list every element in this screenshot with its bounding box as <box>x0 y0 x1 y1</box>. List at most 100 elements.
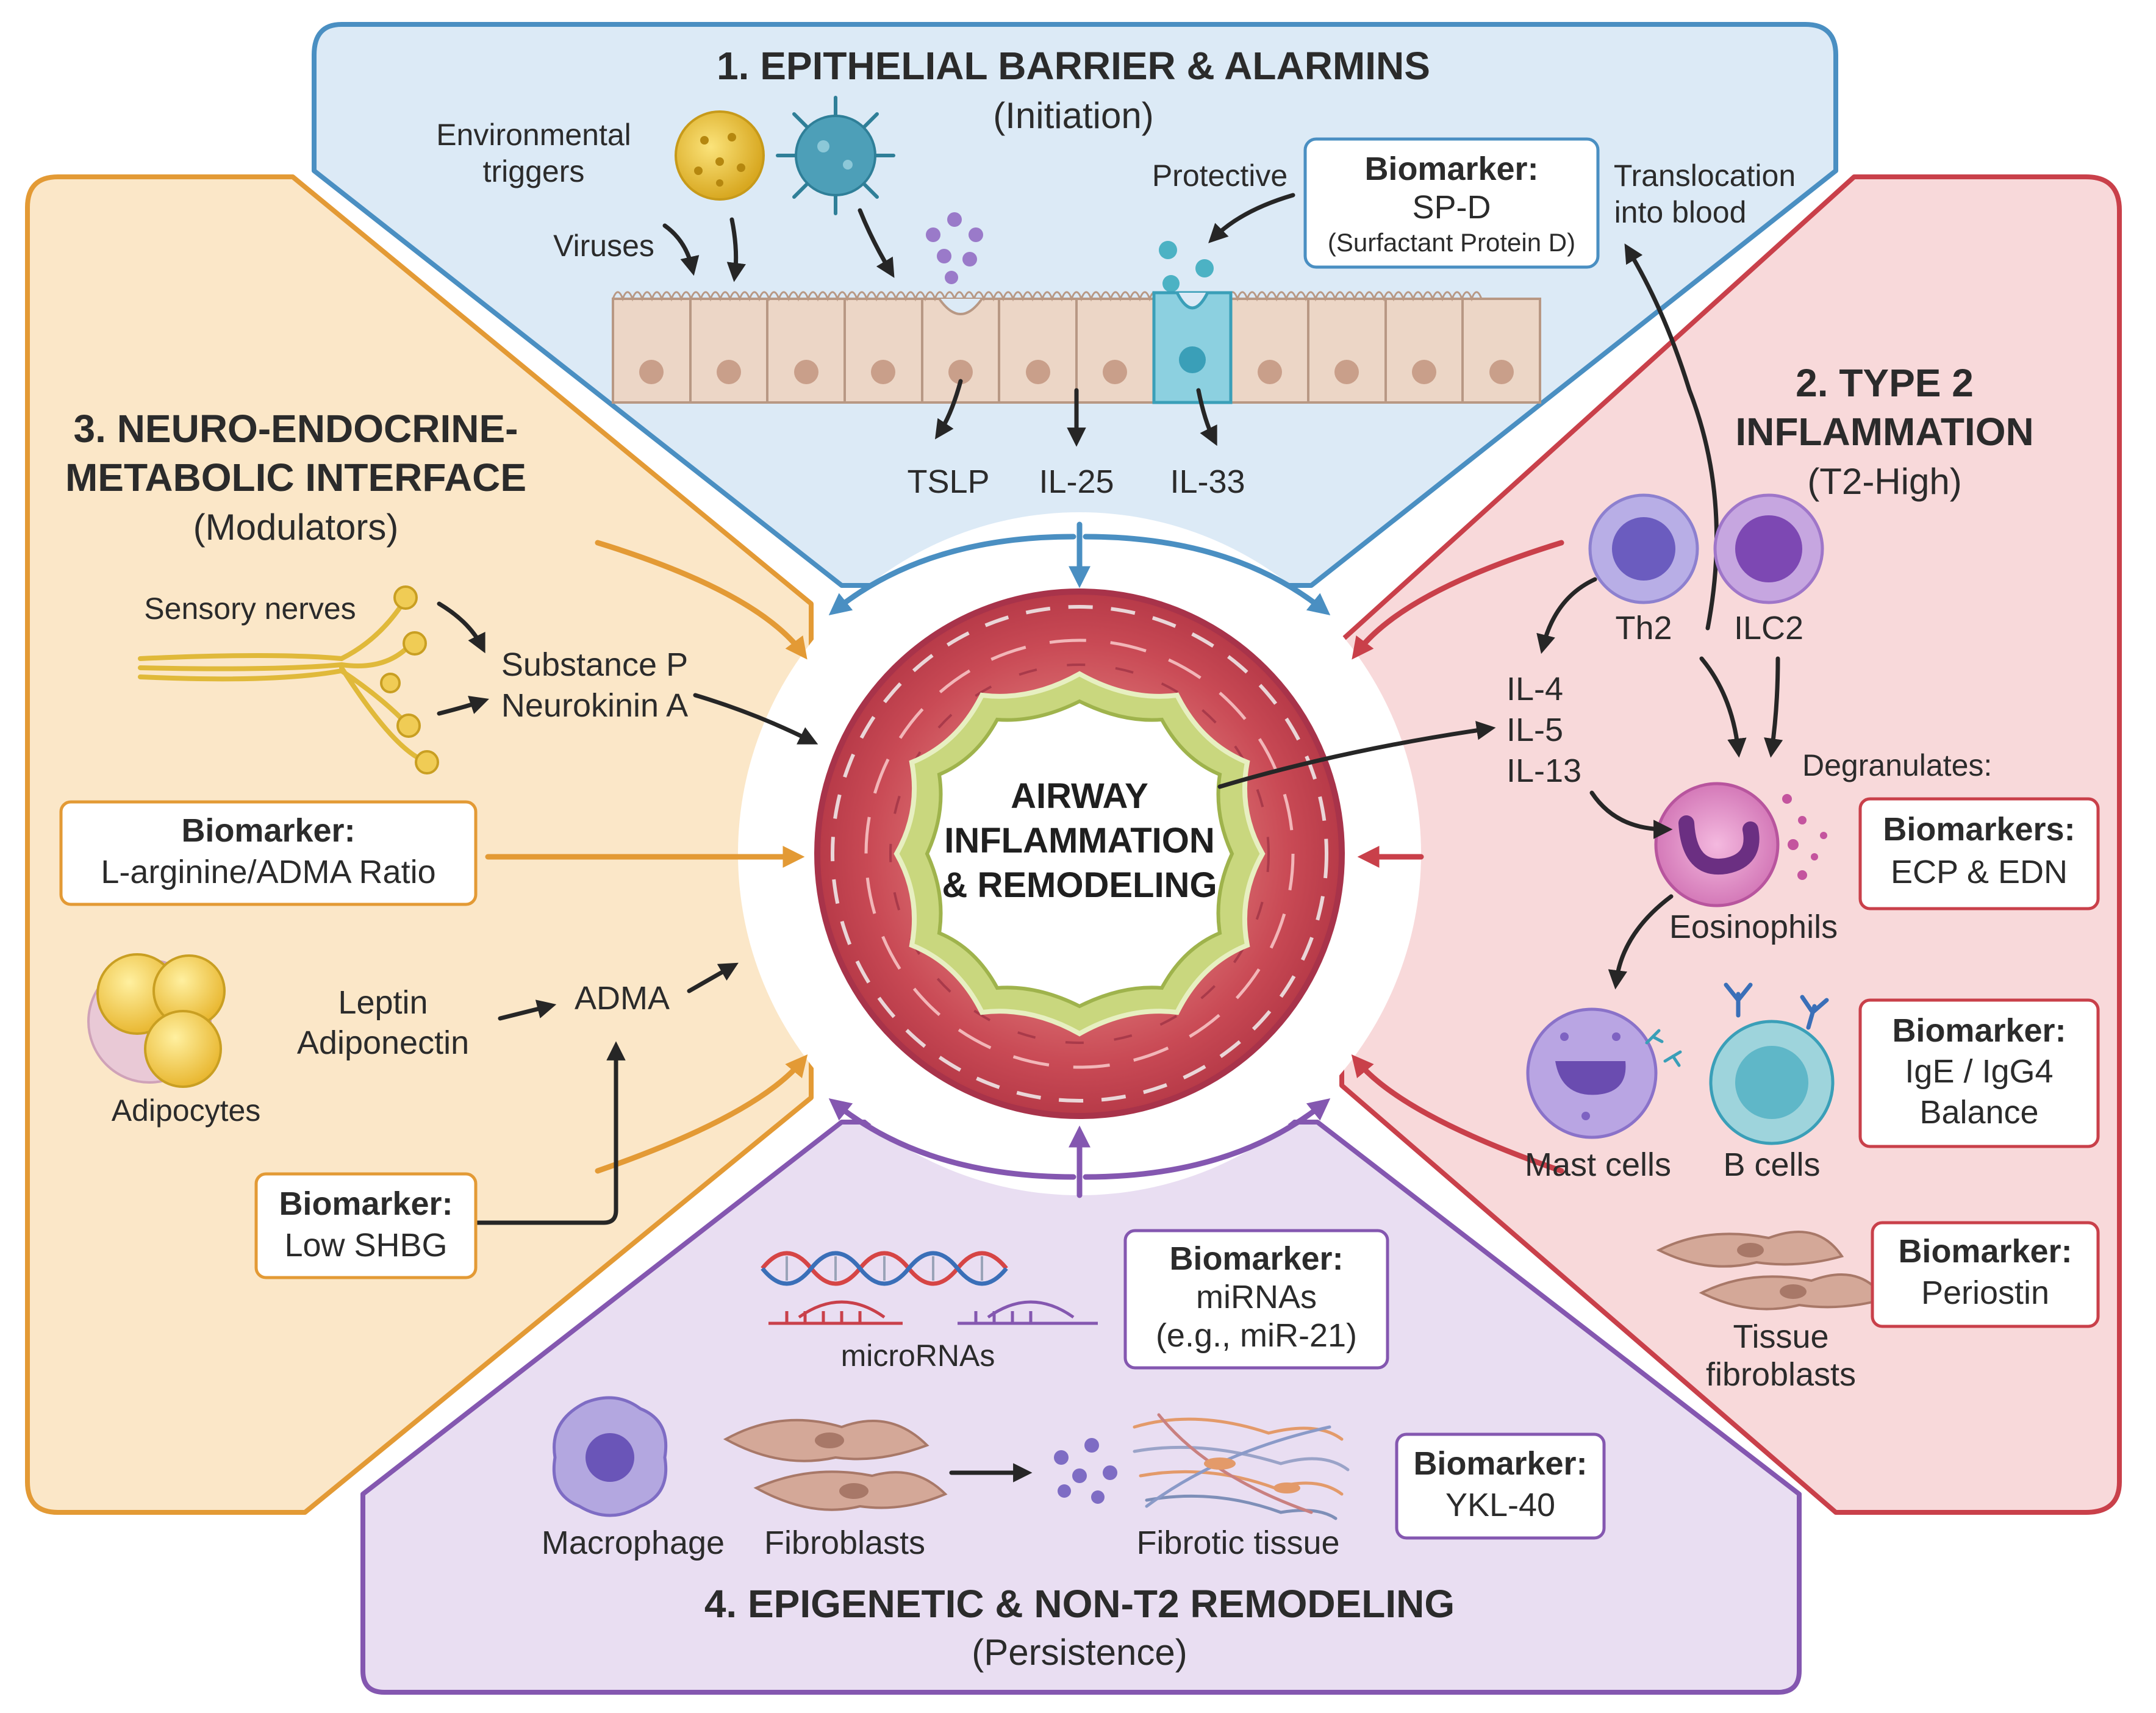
env-triggers-line2: triggers <box>483 154 585 188</box>
translocation-line2: into blood <box>1614 195 1747 229</box>
adipocyte-icon <box>87 953 226 1088</box>
type2-title2: INFLAMMATION <box>1735 410 2033 454</box>
mast-cell-icon <box>1526 1007 1682 1139</box>
ecp-head: Biomarkers: <box>1883 811 2075 848</box>
periostin-value: Periostin <box>1921 1275 2049 1311</box>
center-line1: AIRWAY <box>1011 776 1148 816</box>
neurokinin-a-label: Neurokinin A <box>501 687 688 724</box>
ige-head: Biomarker: <box>1892 1012 2066 1049</box>
b-cells-label: B cells <box>1723 1146 1820 1183</box>
macrophage-icon <box>552 1396 668 1517</box>
neuro-subtitle: (Modulators) <box>193 507 399 548</box>
degranulates-label: Degranulates: <box>1802 748 1992 782</box>
spd-value: SP-D <box>1412 189 1491 226</box>
blue-arrows <box>828 521 1331 615</box>
biomarker-spd: Biomarker: SP-D (Surfactant Protein D) <box>1303 137 1600 269</box>
airway-lumen <box>925 699 1234 1009</box>
microrna-label: microRNAs <box>841 1339 995 1373</box>
neuro-content: 3. NEURO-ENDOCRINE- METABOLIC INTERFACE … <box>59 407 818 1279</box>
pollen-icon <box>675 110 765 201</box>
mast-cells-label: Mast cells <box>1525 1146 1671 1183</box>
spd-detail: (Surfactant Protein D) <box>1328 228 1575 257</box>
neuro-title1: 3. NEURO-ENDOCRINE- <box>74 407 518 451</box>
dna-icon <box>761 1251 1008 1286</box>
type2-title1: 2. TYPE 2 <box>1796 361 1974 405</box>
neuro-arrows <box>437 601 818 1225</box>
alarmin-particles <box>926 212 983 284</box>
fibroblast-icon <box>723 1418 948 1511</box>
protective-label: Protective <box>1152 159 1288 193</box>
adipocytes-label: Adipocytes <box>112 1093 261 1128</box>
il5-label: IL-5 <box>1506 712 1563 748</box>
il33-label: IL-33 <box>1170 463 1245 500</box>
microrna-icon <box>768 1300 1098 1325</box>
mirna-value2: (e.g., miR-21) <box>1156 1317 1357 1354</box>
biomarker-ecp-edn: Biomarkers: ECP & EDN <box>1858 797 2100 910</box>
orange-arrows <box>485 540 808 1174</box>
translocation-line1: Translocation <box>1614 159 1796 193</box>
biomarker-ige: Biomarker: IgE / IgG4 Balance <box>1858 998 2100 1148</box>
tslp-label: TSLP <box>907 463 989 500</box>
arginine-head: Biomarker: <box>181 812 355 849</box>
biomarker-shbg: Biomarker: Low SHBG <box>254 1172 478 1279</box>
red-arrows <box>1351 540 1564 1174</box>
purple-arrows <box>828 1098 1331 1198</box>
adma-label: ADMA <box>575 980 670 1017</box>
il4-label: IL-4 <box>1506 671 1563 707</box>
fibrotic-tissue-label: Fibrotic tissue <box>1136 1525 1339 1561</box>
protective-particles <box>1159 241 1214 292</box>
center-line3: & REMODELING <box>942 865 1217 905</box>
ige-value: IgE / IgG4 <box>1905 1053 2053 1090</box>
biomarker-arginine: Biomarker: L-arginine/ADMA Ratio <box>59 800 478 906</box>
tissue-label1: Tissue <box>1733 1318 1828 1355</box>
b-cell-icon <box>1709 982 1835 1145</box>
epithelial-title: 1. EPITHELIAL BARRIER & ALARMINS <box>717 44 1430 88</box>
tissue-label2: fibroblasts <box>1706 1356 1856 1393</box>
neuro-title2: METABOLIC INTERFACE <box>65 456 526 499</box>
arginine-value: L-arginine/ADMA Ratio <box>101 854 435 890</box>
leptin-label: Leptin <box>338 984 428 1021</box>
th2-cell-icon <box>1588 493 1699 604</box>
eosinophil-icon <box>1654 782 1827 907</box>
epithelial-layer <box>612 291 1541 404</box>
center-line2: INFLAMMATION <box>944 821 1215 860</box>
substance-p-label: Substance P <box>501 646 688 683</box>
airway-cross-section: AIRWAY INFLAMMATION & REMODELING <box>814 588 1345 1119</box>
eosinophils-label: Eosinophils <box>1669 909 1838 945</box>
ykl-head: Biomarker: <box>1413 1445 1587 1482</box>
sensory-nerve-icon <box>138 585 439 774</box>
ilc2-label: ILC2 <box>1734 610 1803 646</box>
il25-label: IL-25 <box>1039 463 1114 500</box>
adiponectin-label: Adiponectin <box>297 1025 469 1061</box>
viruses-label: Viruses <box>553 229 654 263</box>
mirna-value: miRNAs <box>1196 1279 1317 1315</box>
virus-icon <box>776 96 895 215</box>
secreted-particles <box>1054 1438 1117 1504</box>
sensory-nerves-label: Sensory nerves <box>144 592 356 626</box>
epithelial-content: 1. EPITHELIAL BARRIER & ALARMINS (Initia… <box>436 44 1796 631</box>
il13-label: IL-13 <box>1506 753 1581 789</box>
periostin-head: Biomarker: <box>1898 1233 2072 1270</box>
biomarker-mirna: Biomarker: miRNAs (e.g., miR-21) <box>1123 1229 1389 1370</box>
shbg-head: Biomarker: <box>279 1186 453 1222</box>
biomarker-ykl40: Biomarker: YKL-40 <box>1395 1432 1606 1540</box>
ykl-value: YKL-40 <box>1445 1487 1555 1523</box>
type2-arrows <box>1217 577 1783 990</box>
mirna-head: Biomarker: <box>1169 1240 1343 1277</box>
tissue-fibroblast-icon <box>1656 1231 1887 1311</box>
type2-subtitle: (T2-High) <box>1807 461 1961 502</box>
shbg-value: Low SHBG <box>284 1227 447 1264</box>
type2-content: 2. TYPE 2 INFLAMMATION (T2-High) Th2 ILC… <box>1217 361 2100 1393</box>
th2-label: Th2 <box>1615 610 1672 646</box>
ilc2-cell-icon <box>1713 493 1824 604</box>
env-triggers-line1: Environmental <box>436 118 631 152</box>
epigenetic-content: microRNAs Biomarker: miRNAs (e.g., miR-2… <box>542 1229 1606 1673</box>
epithelial-subtitle: (Initiation) <box>993 95 1153 136</box>
fibroblasts-label: Fibroblasts <box>764 1525 925 1561</box>
macrophage-label: Macrophage <box>542 1525 725 1561</box>
biomarker-periostin: Biomarker: Periostin <box>1871 1221 2100 1328</box>
fibrotic-tissue-icon <box>1133 1413 1350 1520</box>
spd-head: Biomarker: <box>1364 151 1538 187</box>
ige-value2: Balance <box>1919 1094 2038 1131</box>
